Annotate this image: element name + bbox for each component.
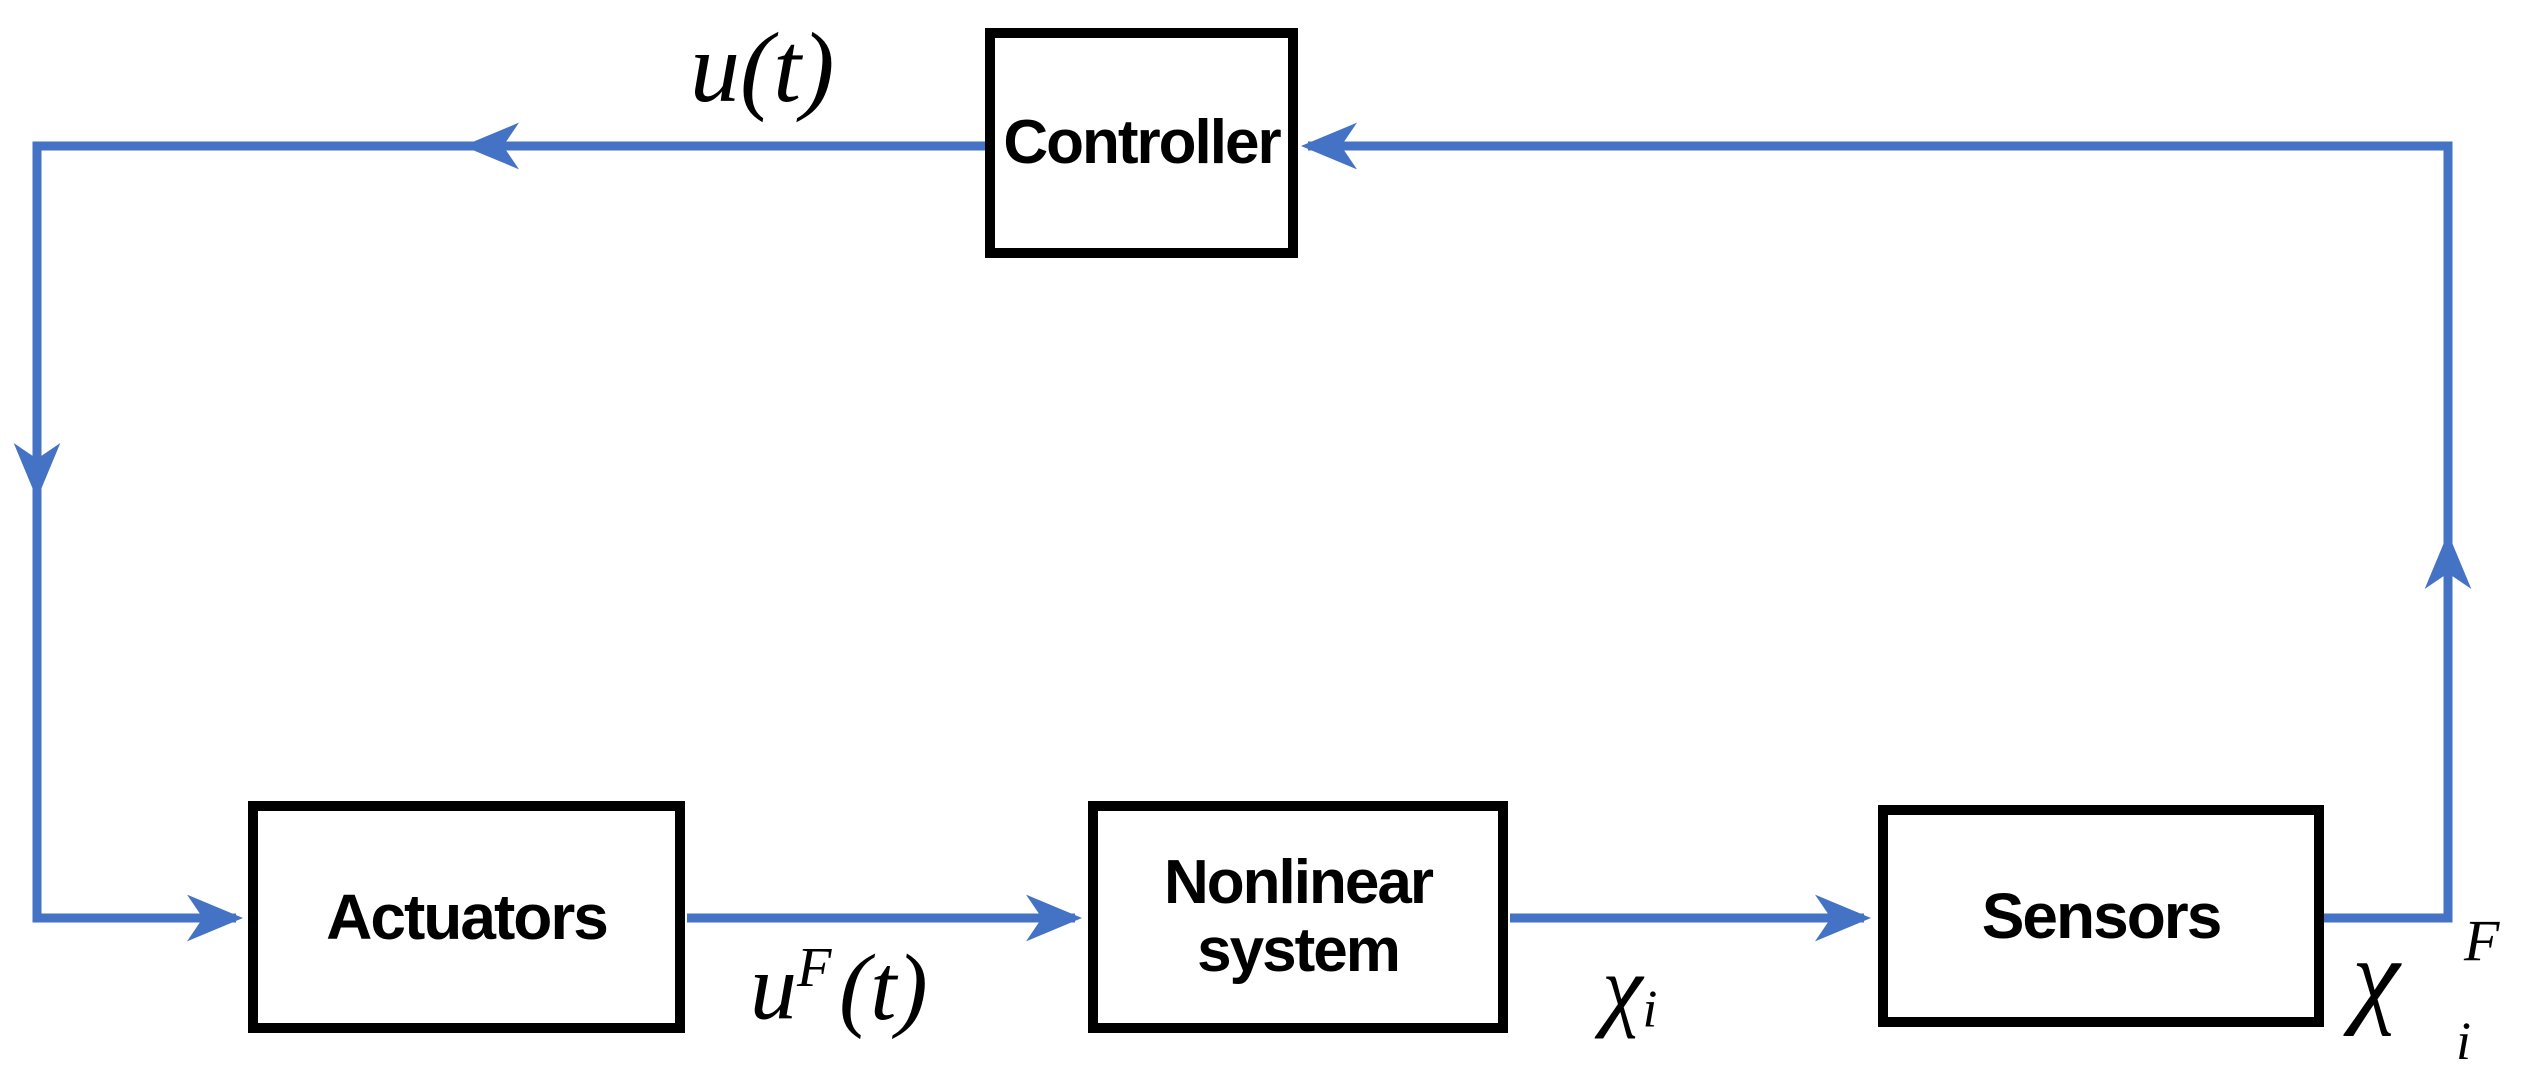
signal-label-uF-of-t: uF(t) (750, 940, 928, 1035)
signal-label-chi-i: χi (1602, 942, 1657, 1036)
nonlinear-system-label-line2: system (1197, 916, 1401, 985)
nonlinear-system-block: Nonlinear system (1088, 801, 1508, 1033)
chiF-base: χ (2352, 918, 2400, 1037)
chi-base: χ (1602, 937, 1643, 1039)
sensors-block: Sensors (1878, 805, 2324, 1027)
controller-block: Controller (985, 28, 1298, 258)
signal-label-chi-i-F: χ F i (2352, 898, 2524, 1077)
actuators-label: Actuators (326, 880, 609, 953)
uF-superscript: F (797, 937, 832, 999)
wire-sensors-to-controller (1301, 122, 2453, 923)
chi-subscript: i (1642, 978, 1658, 1039)
nonlinear-system-label: Nonlinear system (1164, 847, 1434, 985)
uF-args: (t) (838, 935, 928, 1040)
actuators-block: Actuators (248, 801, 685, 1033)
uF-base: u (750, 935, 797, 1040)
u-args: (t) (740, 12, 835, 123)
sensors-label: Sensors (1981, 879, 2223, 952)
u-base: u (690, 12, 740, 123)
nonlinear-system-label-line1: Nonlinear (1164, 847, 1434, 917)
chiF-subscript: i (2456, 1011, 2472, 1071)
chiF-superscript: F (2464, 908, 2500, 973)
signal-label-u-of-t: u(t) (690, 18, 834, 118)
controller-label: Controller (1003, 107, 1281, 177)
